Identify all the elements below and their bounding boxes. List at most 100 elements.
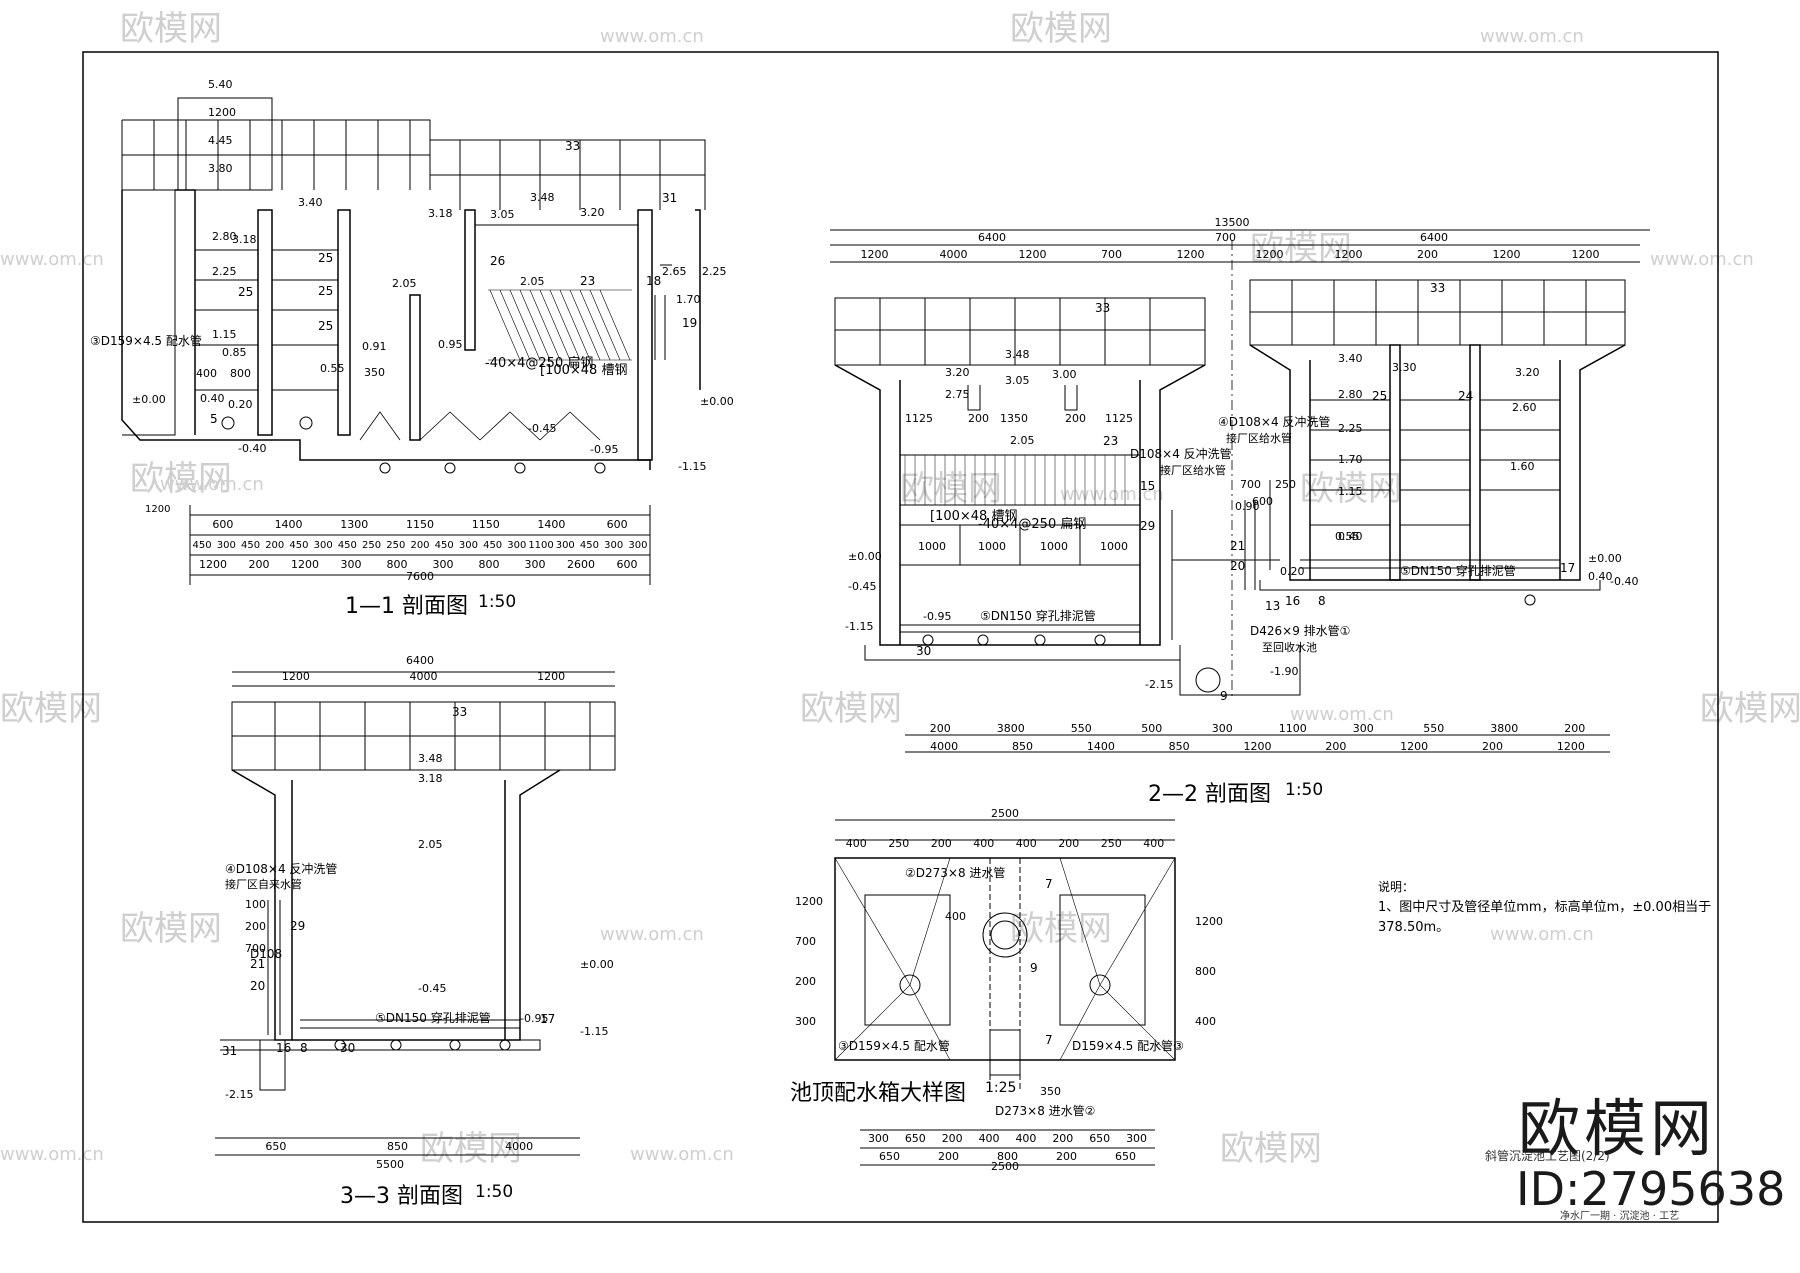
- item-marker: 25: [318, 251, 333, 265]
- top-dimension: 1200: [1493, 248, 1521, 261]
- elevation-label: -0.40: [238, 442, 266, 455]
- top-dimension: 1200: [208, 106, 236, 119]
- elevation-label: 3.40: [298, 196, 323, 209]
- bottom-dimension: 200: [942, 1132, 963, 1145]
- elevation-label: 3.18: [418, 772, 443, 785]
- bottom-dimension: 300: [217, 540, 236, 551]
- item-marker: 31: [662, 191, 677, 205]
- bottom-dimension: 300: [1353, 722, 1374, 735]
- elevation-label: 1.60: [1510, 460, 1535, 473]
- item-marker: 20: [250, 979, 265, 993]
- pipe-label: [100×48 槽钢: [930, 509, 1017, 524]
- top-dimension: 6400: [978, 231, 1006, 244]
- notes-heading: 说明：: [1378, 880, 1415, 894]
- item-marker: 25: [1372, 389, 1387, 403]
- notes-text: 1、图中尺寸及管径单位mm，标高单位m，±0.00相当于378.50m。: [1378, 900, 1712, 935]
- bottom-dimension: 1200: [291, 558, 319, 571]
- bottom-dimension: 250: [386, 540, 405, 551]
- brand-watermark-text: 欧模网: [0, 689, 102, 729]
- bottom-dimension: 300: [1126, 1132, 1147, 1145]
- item-marker: 15: [1140, 479, 1155, 493]
- bottom-dimension: 300: [628, 540, 647, 551]
- section-2-2-scale: 1:50: [1285, 780, 1324, 800]
- brand-watermark-text: 欧模网: [1220, 1129, 1322, 1169]
- bottom-dimension: 200: [1056, 1150, 1077, 1163]
- top-dimension: 1200: [1256, 248, 1284, 261]
- small-dimension: 1200: [145, 504, 170, 515]
- bottom-dimension: 650: [1115, 1150, 1136, 1163]
- elevation-label: -0.95: [520, 1012, 548, 1025]
- bottom-dimension: 250: [362, 540, 381, 551]
- bottom-dimension: 450: [289, 540, 308, 551]
- bottom-dimension: 200: [1564, 722, 1585, 735]
- bottom-dimension: 850: [1169, 740, 1190, 753]
- elevation-label: 2.25: [212, 265, 237, 278]
- top-dimension: 4.45: [208, 134, 233, 147]
- elevation-label: 3.40: [1338, 352, 1363, 365]
- top-dimension: 400: [1016, 837, 1037, 850]
- bottom-dimension: 300: [556, 540, 575, 551]
- inner-dimension: 1350: [1000, 412, 1028, 425]
- bottom-dimension: 4000: [930, 740, 958, 753]
- elevation-label: 3.00: [1052, 368, 1077, 381]
- elevation-label: 1.70: [1338, 453, 1363, 466]
- left-dimension: 1200: [795, 895, 823, 908]
- pipe-label: [100×48 槽钢: [540, 363, 627, 378]
- item-marker: 8: [1318, 594, 1326, 608]
- bottom-dimension: 300: [341, 558, 362, 571]
- pipe-label: ⑤DN150 穿孔排泥管: [1400, 563, 1516, 578]
- bottom-dimension: 1200: [1557, 740, 1585, 753]
- bottom-dimension: 450: [435, 540, 454, 551]
- bottom-dimension: 1200: [1244, 740, 1272, 753]
- bottom-dimension: 1150: [472, 518, 500, 531]
- elevation-label: ±0.00: [580, 958, 614, 971]
- elevation-label: 0.91: [362, 340, 387, 353]
- elevation-label: ±0.00: [132, 393, 166, 406]
- pipe-label: D108×4 反冲洗管: [1130, 446, 1232, 461]
- top-total: 2500: [991, 807, 1019, 820]
- bottom-total: 2500: [991, 1160, 1019, 1173]
- bottom-dimension: 400: [1015, 1132, 1036, 1145]
- bottom-dimension: 800: [997, 1150, 1018, 1163]
- site-watermark-text: www.om.cn: [160, 474, 264, 495]
- side-dimension: 200: [245, 920, 266, 933]
- elevation-label: 2.05: [1010, 434, 1035, 447]
- pipe-label: -40×4@250 扁钢: [485, 356, 593, 371]
- bottom-dimension: 450: [580, 540, 599, 551]
- inner-dimension: 600: [1252, 495, 1273, 508]
- item-marker: 29: [290, 919, 305, 933]
- pipe-label: 至回收水池: [1262, 640, 1317, 654]
- elevation-label: ±0.00: [700, 395, 734, 408]
- item-marker: 17: [540, 1012, 555, 1026]
- elevation-label: 0.90: [1235, 500, 1260, 513]
- item-marker: 25: [318, 319, 333, 333]
- item-marker: 29: [1140, 519, 1155, 533]
- elevation-label: 2.80: [212, 230, 237, 243]
- item-marker: 20: [1230, 559, 1245, 573]
- inner-dimension: 1000: [1100, 540, 1128, 553]
- bottom-dimension: 200: [1482, 740, 1503, 753]
- elevation-label: -0.95: [590, 443, 618, 456]
- item-marker: 26: [490, 254, 505, 268]
- site-watermark-text: www.om.cn: [1650, 249, 1754, 270]
- top-dimension: 400: [1143, 837, 1164, 850]
- brand-watermark-text: 欧模网: [120, 909, 222, 949]
- brand-id: ID:2795638: [1516, 1162, 1786, 1216]
- item-marker: 33: [1095, 301, 1110, 315]
- top-dimension: 1200: [1335, 248, 1363, 261]
- section-1-1-scale: 1:50: [478, 592, 517, 612]
- section-3-3-title: 3—3 剖面图: [340, 1184, 463, 1209]
- bottom-dimension: 200: [1052, 1132, 1073, 1145]
- small-dimension: 800: [230, 367, 251, 380]
- bottom-dimension: 1200: [1400, 740, 1428, 753]
- bottom-total: 7600: [406, 570, 434, 583]
- bottom-dimension: 1300: [340, 518, 368, 531]
- brand-watermark-text: 欧模网: [800, 689, 902, 729]
- site-watermark-text: www.om.cn: [0, 249, 104, 270]
- elevation-label: 3.18: [428, 207, 453, 220]
- elevation-label: 0.55: [320, 362, 345, 375]
- side-dimension: 100: [245, 898, 266, 911]
- item-marker: 5: [210, 412, 218, 426]
- top-dimension: 4000: [940, 248, 968, 261]
- elevation-label: 3.48: [1005, 348, 1030, 361]
